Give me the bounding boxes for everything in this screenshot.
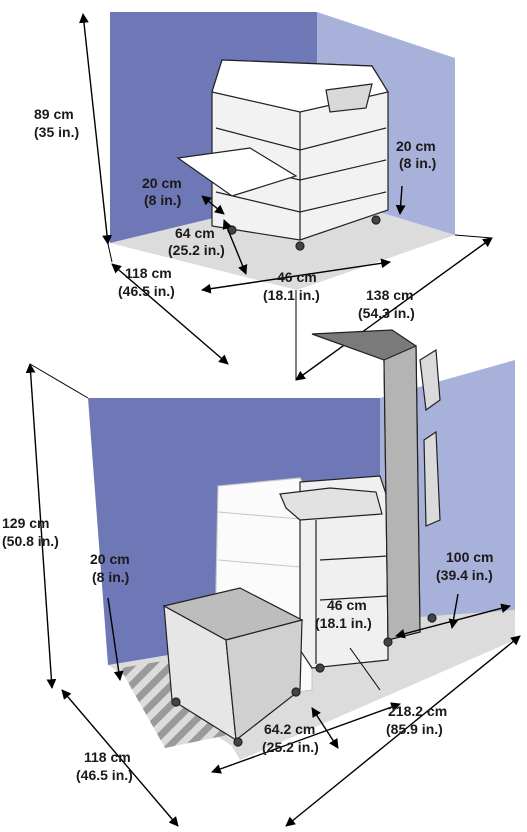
bottom-depth-cm: 118 cm bbox=[84, 749, 131, 765]
top-depth-in: (46.5 in.) bbox=[118, 283, 175, 299]
bottom-clear-right-in: (39.4 in.) bbox=[436, 567, 493, 583]
bottom-clear-left-cm: 20 cm bbox=[90, 551, 130, 567]
bottom-depth-in: (46.5 in.) bbox=[76, 767, 133, 783]
top-height-arrow bbox=[79, 13, 112, 245]
top-front-in: (25.2 in.) bbox=[168, 242, 225, 258]
top-rear-cm: 46 cm bbox=[277, 269, 317, 285]
top-clear-left-in: (8 in.) bbox=[144, 192, 181, 208]
bottom-front-cm: 64.2 cm bbox=[264, 721, 315, 737]
bottom-rear-arrow bbox=[395, 603, 511, 639]
bottom-height-in: (50.8 in.) bbox=[2, 533, 59, 549]
bottom-rear-cm: 46 cm bbox=[327, 597, 367, 613]
bottom-width-cm: 218.2 cm bbox=[388, 703, 447, 719]
bottom-depth-arrow bbox=[61, 689, 179, 827]
bottom-clear-left-arrow bbox=[107, 597, 124, 681]
bottom-clear-right-cm: 100 cm bbox=[446, 549, 493, 565]
bottom-clear-left-in: (8 in.) bbox=[92, 569, 129, 585]
bottom-diagram: 129 cm (50.8 in.) 20 cm (8 in.) 100 cm (… bbox=[2, 329, 521, 827]
top-width-in: (54.3 in.) bbox=[358, 305, 415, 321]
top-depth-cm: 118 cm bbox=[125, 265, 172, 281]
top-height-in: (35 in.) bbox=[34, 124, 79, 140]
top-height-cm: 89 cm bbox=[34, 106, 74, 122]
top-depth-arrow bbox=[111, 263, 229, 365]
bottom-front-in: (25.2 in.) bbox=[262, 739, 319, 755]
top-floor bbox=[110, 193, 455, 290]
top-clear-left-cm: 20 cm bbox=[142, 175, 182, 191]
bottom-printer bbox=[279, 329, 441, 673]
bottom-rear-in: (18.1 in.) bbox=[315, 615, 372, 631]
top-rear-in: (18.1 in.) bbox=[263, 287, 320, 303]
top-clear-right-cm: 20 cm bbox=[396, 138, 436, 154]
bottom-height-cm: 129 cm bbox=[2, 515, 49, 531]
top-clear-right-in: (8 in.) bbox=[399, 155, 436, 171]
bottom-diag-arrow bbox=[285, 635, 521, 827]
top-diagram: 89 cm (35 in.) 20 cm (8 in.) 20 cm (8 in… bbox=[34, 12, 493, 381]
top-clear-right-arrow bbox=[395, 185, 406, 215]
top-width-arrow bbox=[295, 237, 493, 381]
top-front-cm: 64 cm bbox=[175, 225, 215, 241]
top-clear-left-arrow bbox=[201, 195, 225, 215]
bottom-height-arrow bbox=[25, 363, 57, 689]
bottom-width-in: (85.9 in.) bbox=[386, 721, 443, 737]
top-width-cm: 138 cm bbox=[366, 287, 413, 303]
